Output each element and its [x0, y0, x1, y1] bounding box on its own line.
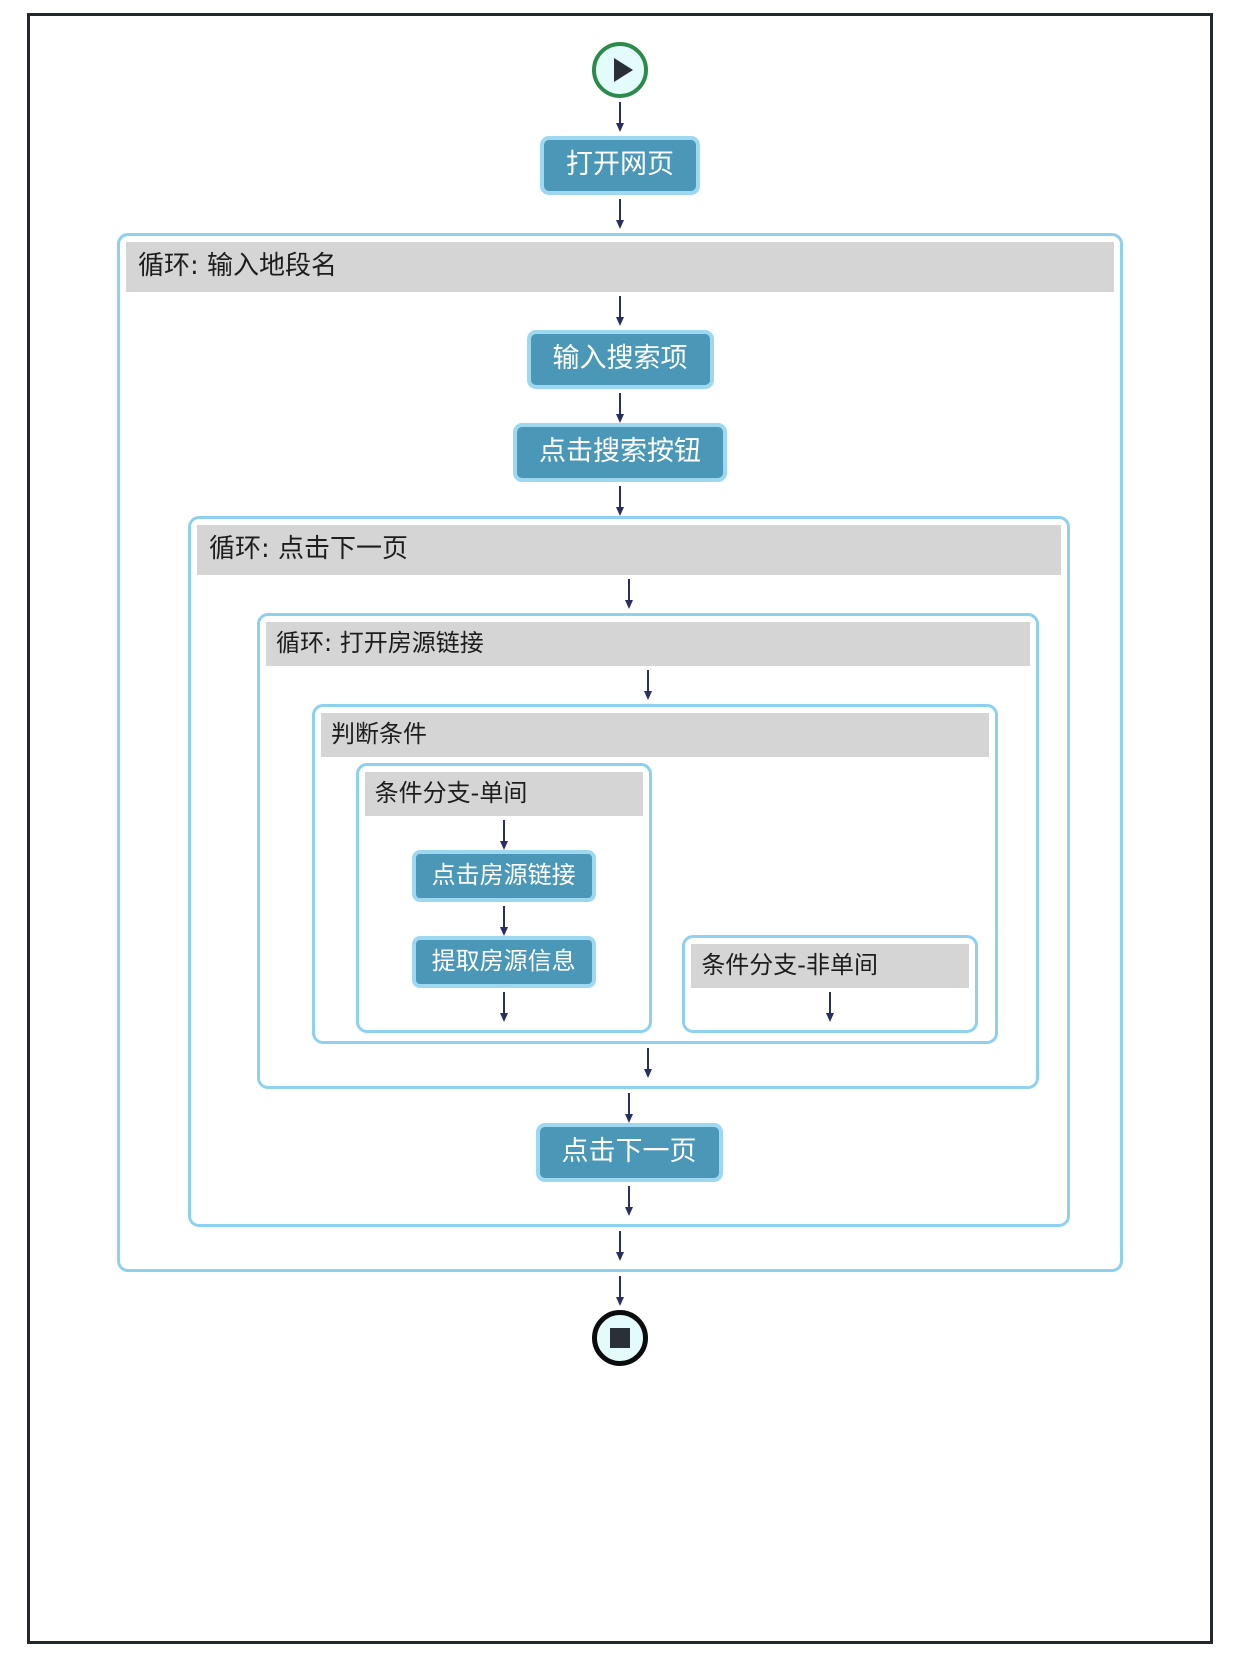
loop-header-next-page: 循环: 点击下一页	[197, 525, 1061, 575]
connector-arrow	[126, 292, 1114, 330]
loop-header-input-area: 循环: 输入地段名	[126, 242, 1114, 292]
loop-header-open-listing: 循环: 打开房源链接	[266, 622, 1030, 666]
connector-arrow	[30, 195, 1210, 233]
flowchart-canvas: 打开网页 循环: 输入地段名 输入搜索项 点击搜索按钮 循环: 点击下一页	[27, 13, 1213, 1644]
connector-arrow	[691, 988, 969, 1022]
branch-body-non-single-room	[691, 988, 969, 1022]
end-node[interactable]	[592, 1310, 648, 1366]
loop-container-next-page[interactable]: 循环: 点击下一页 循环: 打开房源链接 判断条件	[188, 516, 1070, 1227]
connector-arrow	[266, 666, 1030, 704]
condition-header: 判断条件	[321, 713, 989, 757]
loop-container-open-listing[interactable]: 循环: 打开房源链接 判断条件 条件分支-单间	[257, 613, 1039, 1089]
connector-arrow	[197, 575, 1061, 613]
connector-arrow	[126, 389, 1114, 423]
connector-arrow	[197, 1089, 1061, 1123]
branch-header-single-room: 条件分支-单间	[364, 772, 643, 816]
node-input-search-term[interactable]: 输入搜索项	[526, 330, 714, 389]
node-click-next-page[interactable]: 点击下一页	[535, 1123, 723, 1182]
branch-container-non-single-room[interactable]: 条件分支-非单间	[682, 935, 979, 1033]
connector-arrow	[266, 1044, 1030, 1078]
branch-container-single-room[interactable]: 条件分支-单间 点击房源链接 提取房源信息	[355, 763, 652, 1033]
play-triangle-icon	[613, 58, 633, 82]
node-extract-listing-info[interactable]: 提取房源信息	[411, 936, 596, 988]
branch-body-single-room: 点击房源链接 提取房源信息	[365, 816, 643, 1022]
condition-branch-row: 条件分支-单间 点击房源链接 提取房源信息	[321, 757, 989, 1033]
connector-arrow	[126, 1227, 1114, 1261]
start-node[interactable]	[592, 42, 648, 98]
node-click-search-button[interactable]: 点击搜索按钮	[513, 423, 727, 482]
condition-container[interactable]: 判断条件 条件分支-单间 点击房源链接	[312, 704, 998, 1044]
stop-square-icon	[610, 1328, 630, 1348]
connector-arrow	[197, 1182, 1061, 1216]
loop-container-input-area[interactable]: 循环: 输入地段名 输入搜索项 点击搜索按钮 循环: 点击下一页 循环: 打开房…	[117, 233, 1123, 1272]
connector-arrow	[126, 482, 1114, 516]
node-open-page[interactable]: 打开网页	[540, 136, 700, 195]
connector-arrow	[365, 902, 643, 936]
branch-header-non-single-room: 条件分支-非单间	[691, 944, 970, 988]
connector-arrow	[30, 1272, 1210, 1310]
node-click-listing-link[interactable]: 点击房源链接	[411, 850, 596, 902]
connector-arrow	[30, 98, 1210, 136]
loop-body-input-area: 输入搜索项 点击搜索按钮 循环: 点击下一页 循环: 打开房源链接	[126, 292, 1114, 1261]
connector-arrow	[365, 816, 643, 850]
loop-body-open-listing: 判断条件 条件分支-单间 点击房源链接	[266, 666, 1030, 1078]
connector-arrow	[365, 988, 643, 1022]
flow-root: 打开网页 循环: 输入地段名 输入搜索项 点击搜索按钮 循环: 点击下一页	[30, 16, 1210, 1366]
loop-body-next-page: 循环: 打开房源链接 判断条件 条件分支-单间	[197, 575, 1061, 1216]
